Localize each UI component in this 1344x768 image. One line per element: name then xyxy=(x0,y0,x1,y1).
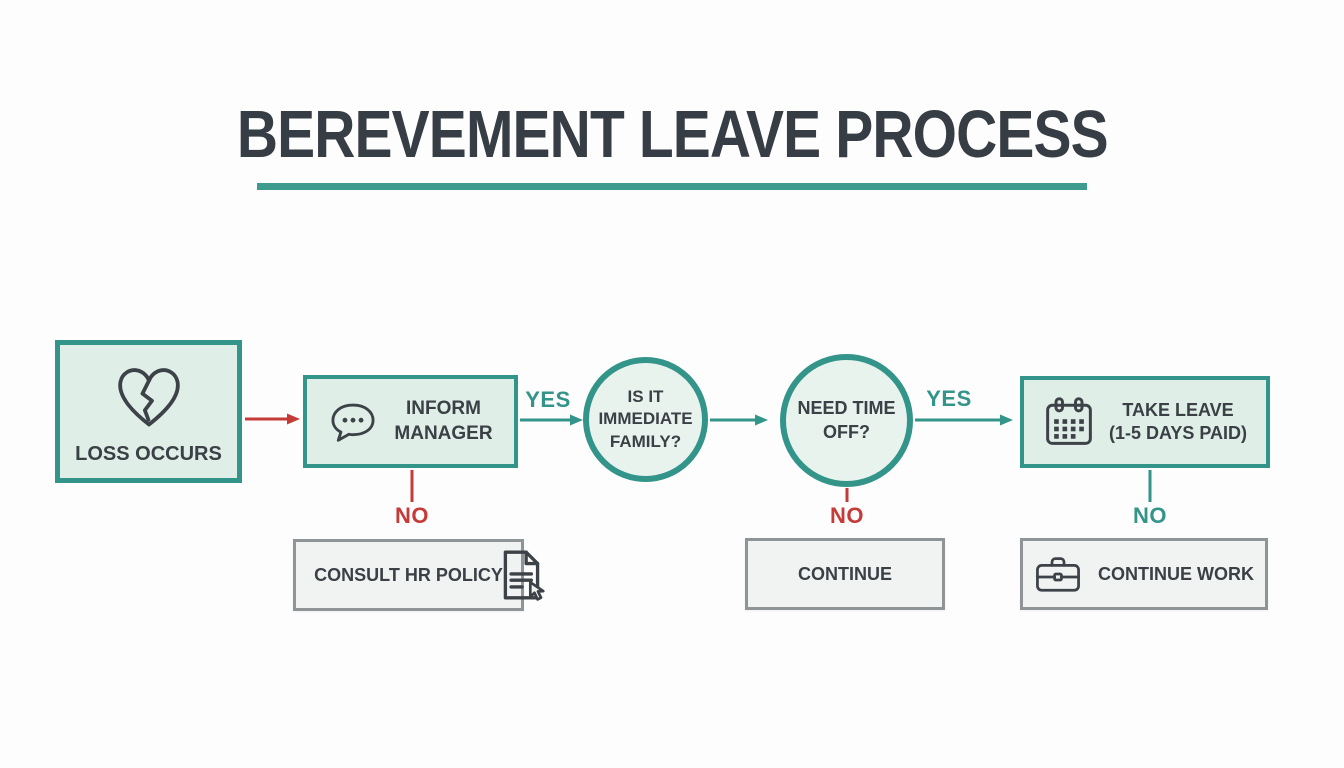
title-block: BEREVEMENT LEAVE PROCESS xyxy=(0,96,1344,190)
node-label: TAKE LEAVE (1-5 DAYS PAID) xyxy=(1108,399,1248,443)
node-label: CONSULT HR POLICY xyxy=(314,564,503,585)
broken-heart-icon xyxy=(111,358,187,434)
node-inform-manager: INFORM MANAGER xyxy=(303,375,518,468)
calendar-icon xyxy=(1043,396,1095,448)
edge-label-no-inform: NO xyxy=(395,503,429,528)
title-underline xyxy=(257,183,1087,190)
node-continue-work: CONTINUE WORK xyxy=(1020,538,1268,610)
edge-label-no-timeoff: NO xyxy=(830,503,864,528)
decision-need-time-off: NEED TIME OFF? xyxy=(780,354,913,487)
page-title: BEREVEMENT LEAVE PROCESS xyxy=(236,97,1109,172)
node-consult-hr-policy: CONSULT HR POLICY xyxy=(293,539,545,611)
decision-immediate-family: IS IT IMMEDIATE FAMILY? xyxy=(583,357,708,482)
node-label: LOSS OCCURS xyxy=(75,442,222,465)
node-loss-occurs: LOSS OCCURS xyxy=(55,340,242,483)
node-take-leave: TAKE LEAVE (1-5 DAYS PAID) xyxy=(1020,376,1270,468)
node-label: NEED TIME OFF? xyxy=(797,398,896,442)
edge-label-no-leave: NO xyxy=(1133,503,1167,528)
document-click-icon xyxy=(497,548,547,602)
node-label: IS IT IMMEDIATE FAMILY? xyxy=(598,387,693,451)
speech-bubble-icon xyxy=(328,400,378,444)
edge-label-yes-family: YES xyxy=(525,387,571,412)
node-label: INFORM MANAGER xyxy=(394,397,493,444)
node-label: CONTINUE WORK xyxy=(1098,563,1254,584)
node-continue: CONTINUE xyxy=(745,538,945,610)
edge-label-yes-leave: YES xyxy=(926,386,972,411)
node-label: CONTINUE xyxy=(798,563,892,584)
briefcase-icon xyxy=(1034,553,1082,595)
